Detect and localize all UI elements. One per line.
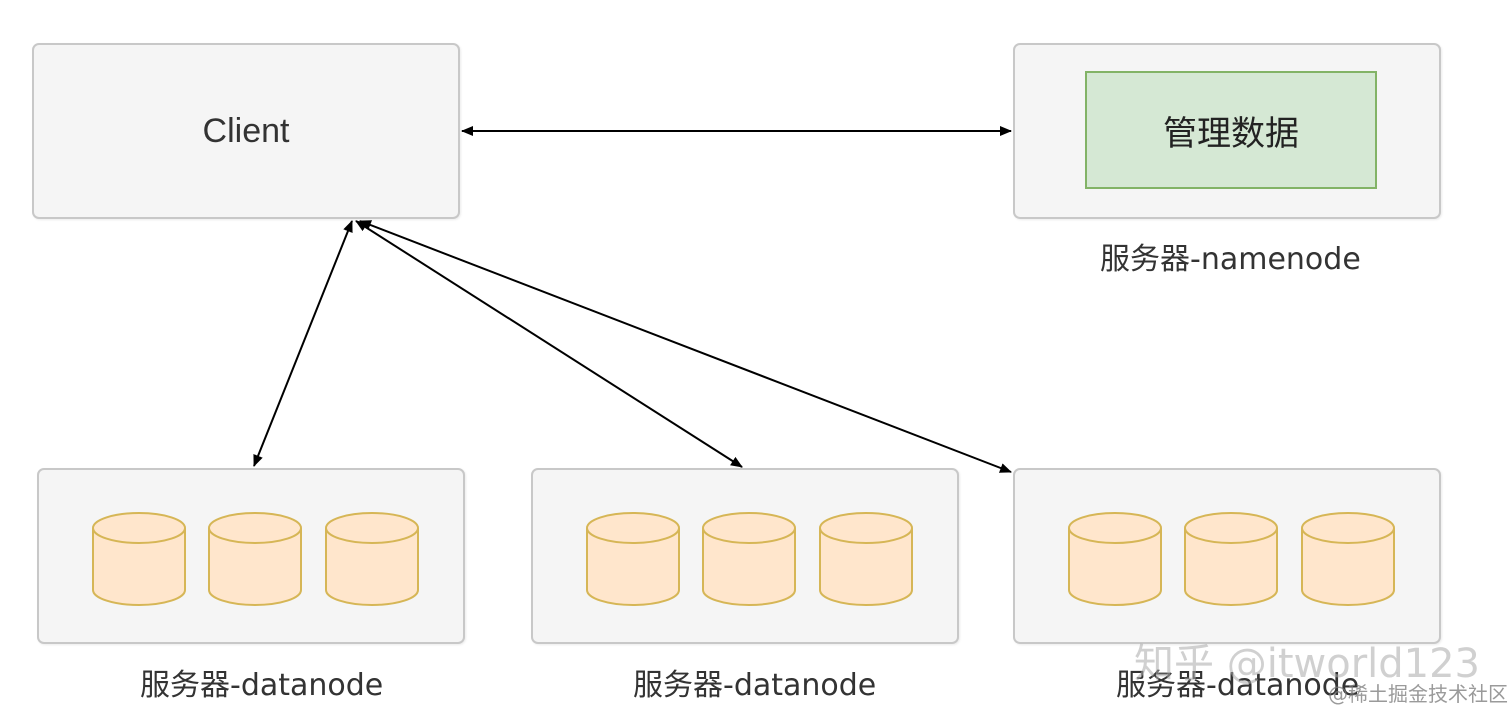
namenode-server: 管理数据	[1013, 43, 1441, 219]
database-cylinder-icon	[586, 512, 680, 606]
database-cylinder-icon	[208, 512, 302, 606]
datanode-caption-2: 服务器-datanode	[633, 668, 877, 703]
arrow-client-datanode-3	[359, 220, 1012, 473]
zhihu-watermark: 知乎 @itworld123	[1134, 641, 1480, 687]
database-cylinder-icon	[702, 512, 796, 606]
datanode-server-3	[1013, 468, 1441, 644]
juejin-watermark: @稀土掘金技术社区	[1328, 682, 1508, 706]
datanode-server-1	[37, 468, 465, 644]
arrow-client-datanode-2	[355, 220, 743, 468]
database-cylinder-icon	[325, 512, 419, 606]
client-node: Client	[32, 43, 460, 219]
datanode-caption-3: 服务器-datanode	[1116, 668, 1360, 703]
datanode-caption-1: 服务器-datanode	[140, 668, 384, 703]
database-cylinder-icon	[92, 512, 186, 606]
metadata-box: 管理数据	[1085, 71, 1377, 189]
database-cylinder-icon	[1184, 512, 1278, 606]
namenode-caption: 服务器-namenode	[1100, 242, 1361, 277]
arrow-client-datanode-1	[253, 220, 353, 467]
datanode-server-2	[531, 468, 959, 644]
database-cylinder-icon	[1301, 512, 1395, 606]
database-cylinder-icon	[1068, 512, 1162, 606]
client-label: Client	[202, 111, 290, 150]
metadata-label: 管理数据	[1163, 113, 1299, 154]
database-cylinder-icon	[819, 512, 913, 606]
